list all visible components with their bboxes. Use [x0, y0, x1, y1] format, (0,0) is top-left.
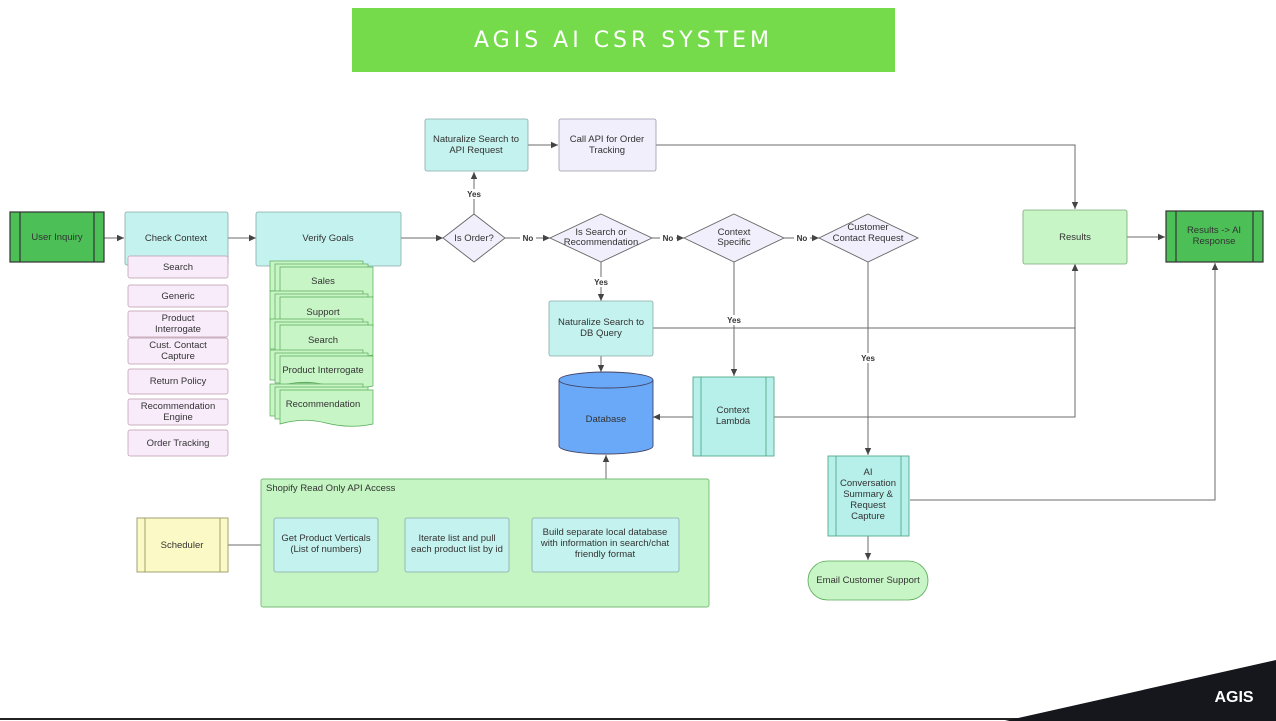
node-database: Database	[558, 371, 654, 455]
edge-labels: Yes No No No Yes Yes Yes	[465, 189, 877, 363]
node-verify-goals: Verify Goals	[255, 211, 402, 267]
title-banner: AGIS AI CSR SYSTEM	[352, 8, 895, 72]
decision-is-order: Is Order?	[442, 213, 506, 263]
node-get-verticals: Get Product Verticals(List of numbers)	[273, 517, 379, 573]
database-label: Database	[586, 414, 627, 425]
is-order-label: Is Order?	[454, 233, 494, 244]
edge-lambda-to-results	[774, 264, 1079, 418]
context-item: Order Tracking	[127, 429, 229, 457]
edge-call-to-results	[656, 144, 1079, 209]
edge-dbquery-to-results	[653, 264, 1079, 329]
get-verticals-label: Get Product Verticals(List of numbers)	[281, 533, 370, 555]
context-item: Generic	[127, 284, 229, 308]
goal-doc-label: Search	[308, 335, 338, 346]
goal-doc: Search	[269, 318, 374, 358]
footer-wedge	[1005, 660, 1276, 721]
check-context-label: Check Context	[145, 233, 208, 244]
goal-doc: Product Interrogate	[269, 349, 374, 389]
footer: AGIS	[0, 660, 1276, 721]
goal-doc-label: Sales	[311, 276, 335, 287]
node-user-inquiry: User Inquiry	[9, 211, 105, 263]
goal-doc: Recommendation	[269, 383, 374, 427]
label-search-yes: Yes	[594, 278, 608, 287]
context-item-label: Return Policy	[150, 376, 207, 387]
email-support-label: Email Customer Support	[816, 575, 920, 586]
agis-logo: AGIS	[1214, 689, 1253, 706]
context-item-label: Search	[163, 262, 193, 273]
goal-doc-label: Support	[306, 307, 340, 318]
node-results: Results	[1022, 209, 1128, 265]
context-item-label: Generic	[161, 291, 195, 302]
verify-goals-label: Verify Goals	[302, 233, 353, 244]
label-search-no: No	[663, 234, 674, 243]
page-title: AGIS AI CSR SYSTEM	[474, 27, 773, 53]
scheduler-label: Scheduler	[161, 540, 204, 551]
results-label: Results	[1059, 232, 1091, 243]
node-email-support: Email Customer Support	[807, 560, 929, 601]
edge-summary-to-response	[910, 263, 1219, 501]
goal-documents: Sales Support Search Product Interrogate…	[269, 260, 374, 427]
label-context-no: No	[797, 234, 808, 243]
label-contact-yes: Yes	[861, 354, 875, 363]
goal-doc-label: Product Interrogate	[282, 365, 363, 376]
label-order-no: No	[523, 234, 534, 243]
label-context-yes: Yes	[727, 316, 741, 325]
goal-doc-label: Recommendation	[286, 399, 360, 410]
context-item: Return Policy	[127, 368, 229, 395]
node-scheduler: Scheduler	[136, 517, 229, 573]
label-order-yes: Yes	[467, 190, 481, 199]
context-item: Search	[127, 255, 229, 279]
context-item-label: Order Tracking	[147, 438, 210, 449]
node-check-context: Check Context	[124, 211, 229, 266]
shopify-group-label: Shopify Read Only API Access	[266, 483, 396, 494]
user-inquiry-label: User Inquiry	[31, 232, 82, 243]
